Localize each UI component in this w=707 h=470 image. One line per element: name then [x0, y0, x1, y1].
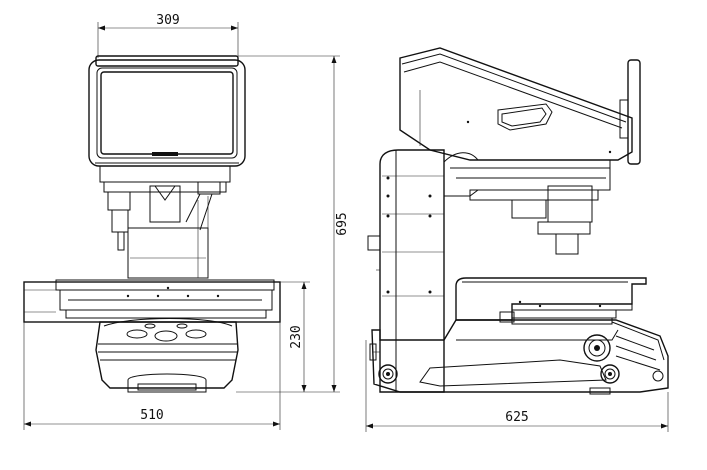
dim-front-width-top: 309 — [97, 13, 239, 58]
knob-front — [583, 334, 611, 362]
base — [95, 318, 239, 393]
arrow-head-icon — [301, 385, 307, 392]
arrow-head-icon — [273, 421, 280, 427]
brand-badge — [152, 152, 178, 156]
dim-label-230: 230 — [289, 325, 304, 348]
dim-overall-height: 695 — [238, 55, 350, 393]
head-assembly — [99, 165, 231, 279]
arrow-head-icon — [98, 25, 105, 31]
side-view: 625 — [365, 47, 669, 432]
arrow-head-icon — [366, 423, 373, 429]
dim-label-695: 695 — [335, 212, 350, 235]
monitor — [88, 55, 246, 167]
dim-label-625: 625 — [505, 410, 528, 425]
arrow-head-icon — [331, 56, 337, 63]
side-arm — [443, 152, 611, 255]
side-column — [367, 149, 445, 393]
dim-side-depth: 625 — [365, 340, 669, 432]
arrow-head-icon — [301, 282, 307, 289]
dim-front-height-lower: 230 — [236, 281, 310, 393]
knob-left — [378, 364, 398, 384]
dim-front-width-base: 510 — [23, 322, 281, 430]
stage — [23, 279, 281, 323]
dim-label-309: 309 — [156, 13, 179, 28]
arrow-head-icon — [331, 385, 337, 392]
side-head — [399, 47, 641, 165]
dim-label-510: 510 — [140, 408, 163, 423]
front-view: 309 — [23, 13, 350, 430]
arrow-head-icon — [231, 25, 238, 31]
arrow-head-icon — [661, 423, 668, 429]
arrow-head-icon — [24, 421, 31, 427]
side-base — [369, 311, 669, 395]
side-stage — [455, 277, 647, 325]
knob-right — [600, 364, 620, 384]
